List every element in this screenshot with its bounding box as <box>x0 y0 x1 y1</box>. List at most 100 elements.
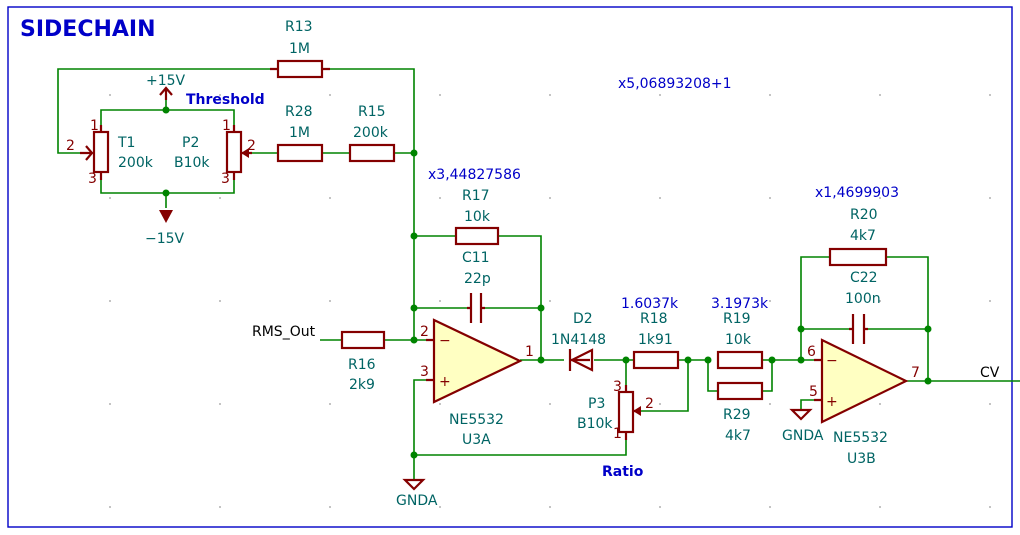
sheet-title: SIDECHAIN <box>20 17 156 42</box>
p2-pin-1: 1 <box>222 118 231 134</box>
grid-dot <box>329 300 331 302</box>
r16-value: 2k9 <box>349 377 375 393</box>
power-plus15v-icon <box>159 86 173 100</box>
p3-value: B10k <box>577 416 613 432</box>
grid-dot <box>769 300 771 302</box>
grid-dot <box>219 506 221 508</box>
u3b-value: NE5532 <box>833 430 888 446</box>
r15-value: 200k <box>353 125 389 141</box>
p3-pin-2: 2 <box>645 396 654 412</box>
u3a-minus-sign: − <box>439 333 451 349</box>
p2-value: B10k <box>174 155 210 171</box>
r28-value: 1M <box>289 125 310 141</box>
capacitor-c22[interactable] <box>849 314 868 344</box>
resistor-r18[interactable] <box>632 350 680 370</box>
r13-ref: R13 <box>285 19 313 35</box>
u3b-plus-sign: + <box>826 394 838 410</box>
resistor-r16[interactable] <box>340 330 386 350</box>
r15-ref: R15 <box>358 104 386 120</box>
t1-pin-1: 1 <box>90 118 99 134</box>
grid-dot <box>219 94 221 96</box>
u3a-ref: U3A <box>462 432 491 448</box>
c11-ref: C11 <box>462 250 490 266</box>
junctions <box>162 106 932 459</box>
r29-value: 4k7 <box>725 428 751 444</box>
grid-dot <box>109 197 111 199</box>
u3a-value: NE5532 <box>449 412 504 428</box>
resistor-r29[interactable] <box>716 381 764 401</box>
grid-dot <box>549 300 551 302</box>
grid-dot <box>879 506 881 508</box>
u3b-pin-7: 7 <box>911 365 920 381</box>
grid-dot <box>549 197 551 199</box>
grid-dot <box>659 403 661 405</box>
grid-dot <box>329 403 331 405</box>
p3-ref: P3 <box>588 396 605 412</box>
p2-pin-2: 2 <box>247 138 256 154</box>
grid-dot <box>879 94 881 96</box>
u3a-pin-2: 2 <box>420 324 429 340</box>
gain-stage1-note: x3,44827586 <box>428 167 521 183</box>
grid-dot <box>659 197 661 199</box>
grid-dot <box>109 300 111 302</box>
grid-dot <box>439 403 441 405</box>
gnda-label: GNDA <box>396 493 438 509</box>
grid-dot <box>329 506 331 508</box>
grid-dot <box>109 94 111 96</box>
grid-dots <box>109 94 991 508</box>
resistor-r15[interactable] <box>348 143 396 163</box>
grid-dot <box>769 403 771 405</box>
potentiometer-p3[interactable] <box>617 385 641 440</box>
ground-gnda-u3b-icon <box>789 408 813 421</box>
u3b-ref: U3B <box>847 451 876 467</box>
t1-value: 200k <box>118 155 154 171</box>
minus15v-label: −15V <box>145 231 185 247</box>
grid-dot <box>659 94 661 96</box>
potentiometer-p2[interactable] <box>225 125 252 180</box>
grid-dot <box>989 403 991 405</box>
ratio-label: Ratio <box>602 464 644 480</box>
ground-gnda-icon <box>402 478 426 491</box>
p2-pin-3: 3 <box>221 171 230 187</box>
r17-ref: R17 <box>462 188 490 204</box>
trimmer-t1[interactable] <box>80 125 110 180</box>
grid-dot <box>219 197 221 199</box>
resistor-r28[interactable] <box>276 143 324 163</box>
d2-value: 1N4148 <box>551 332 606 348</box>
r29-ref: R29 <box>723 407 751 423</box>
c11-value: 22p <box>464 271 491 287</box>
grid-dot <box>989 197 991 199</box>
capacitor-c11[interactable] <box>467 293 485 323</box>
r20-value: 4k7 <box>850 228 876 244</box>
c22-ref: C22 <box>850 270 878 286</box>
grid-dot <box>989 300 991 302</box>
grid-dot <box>109 506 111 508</box>
d2-ref: D2 <box>573 311 593 327</box>
r20-ref: R20 <box>850 207 878 223</box>
sheet-frame <box>7 6 1013 528</box>
u3a-pin-1: 1 <box>525 344 534 360</box>
resistor-r13[interactable] <box>270 59 330 79</box>
grid-dot <box>439 94 441 96</box>
gain-top-note: x5,06893208+1 <box>618 76 732 92</box>
u3b-pin-5: 5 <box>809 384 818 400</box>
grid-dot <box>769 94 771 96</box>
grid-dot <box>549 506 551 508</box>
opamp-u3a[interactable] <box>426 318 523 404</box>
resistor-r20[interactable] <box>828 247 888 267</box>
r19-calc-note: 3.1973k <box>711 296 769 312</box>
opamp-u3b[interactable] <box>814 338 909 424</box>
grid-dot <box>439 300 441 302</box>
grid-dot <box>549 94 551 96</box>
grid-dot <box>439 506 441 508</box>
diode-d2[interactable] <box>568 348 594 372</box>
grid-dot <box>989 506 991 508</box>
grid-dot <box>989 94 991 96</box>
resistor-r17[interactable] <box>454 226 500 246</box>
grid-dot <box>659 300 661 302</box>
resistor-r19[interactable] <box>716 350 764 370</box>
r16-ref: R16 <box>348 357 376 373</box>
u3b-pin-6: 6 <box>807 344 816 360</box>
t1-pin-3: 3 <box>88 171 97 187</box>
u3b-minus-sign: − <box>826 353 838 369</box>
